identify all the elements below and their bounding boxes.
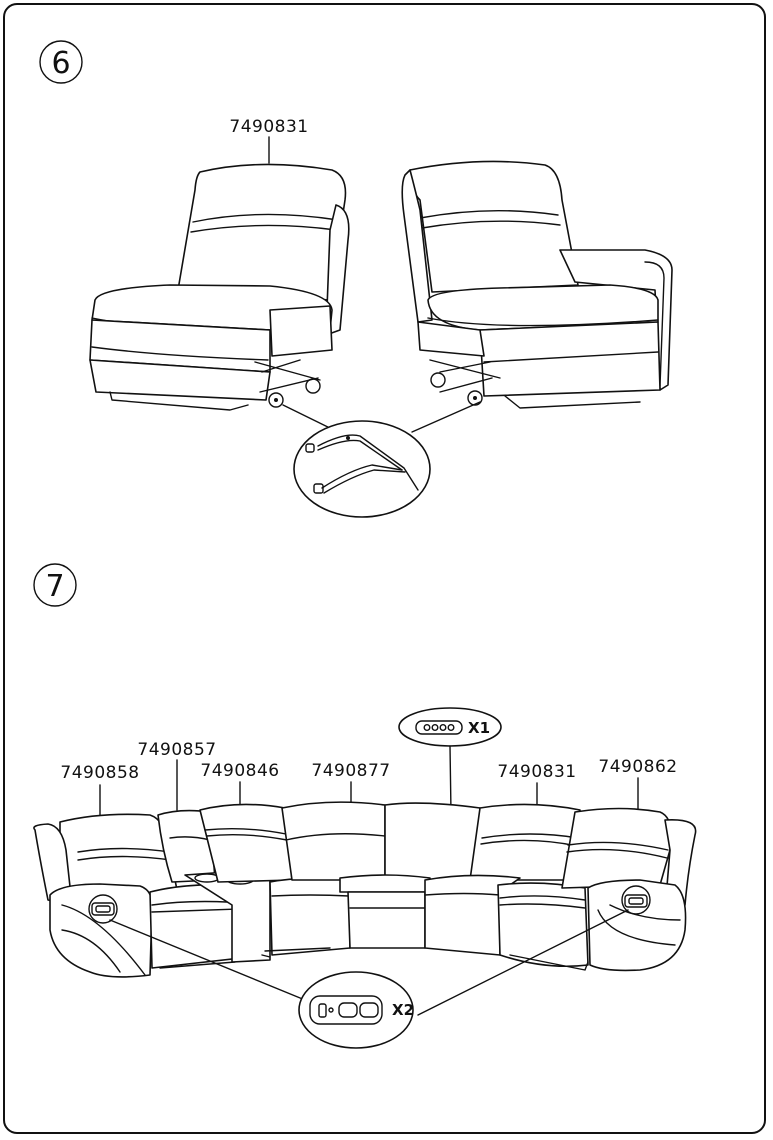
label-7490846: 7490846 [200, 761, 279, 781]
step-7-number: 7 [45, 569, 64, 604]
armless-recliner-left-illustration [89, 163, 350, 411]
step-6-marker: 6 [39, 40, 83, 84]
step-7-marker: 7 [33, 563, 77, 607]
step-6-number: 6 [51, 46, 70, 81]
label-7490877: 7490877 [311, 761, 390, 781]
sectional-sofa-illustration [33, 801, 697, 978]
label-7490857: 7490857 [137, 740, 216, 760]
seat-part-number-label: 7490831 [229, 117, 308, 137]
label-7490862: 7490862 [598, 757, 677, 777]
switch-quantity: X2 [392, 1001, 414, 1019]
cable-connection-detail [282, 401, 481, 518]
adapter-quantity: X1 [468, 719, 490, 737]
label-7490831: 7490831 [497, 762, 576, 782]
recliner-with-arm-illustration [401, 160, 673, 409]
page-border [3, 3, 766, 1134]
label-7490858: 7490858 [60, 763, 139, 783]
power-switch-callout: X2 [109, 909, 629, 1049]
